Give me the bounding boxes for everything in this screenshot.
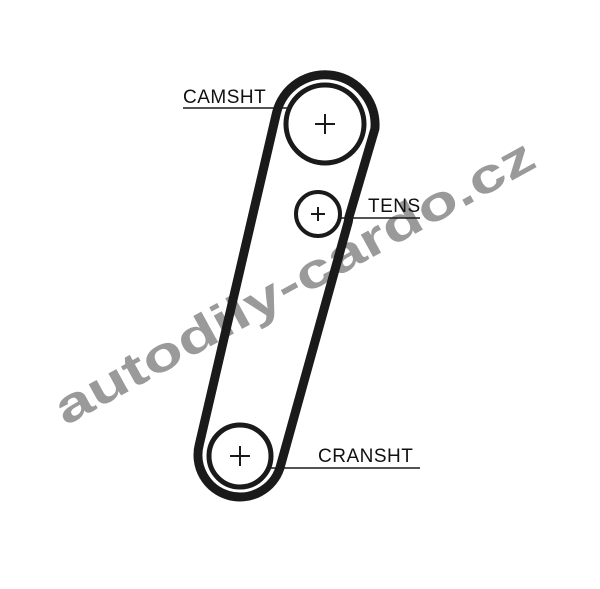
tensioner-plus-icon — [311, 207, 325, 221]
timing-belt — [193, 70, 380, 502]
crankshaft-plus-icon — [230, 446, 250, 466]
tensioner-label: TENS — [368, 196, 421, 217]
crankshaft-label: CRANSHT — [318, 446, 413, 467]
camshaft-plus-icon — [315, 114, 335, 134]
watermark: autodily-cardo.cz — [45, 129, 544, 436]
camshaft-label: CAMSHT — [183, 87, 266, 108]
